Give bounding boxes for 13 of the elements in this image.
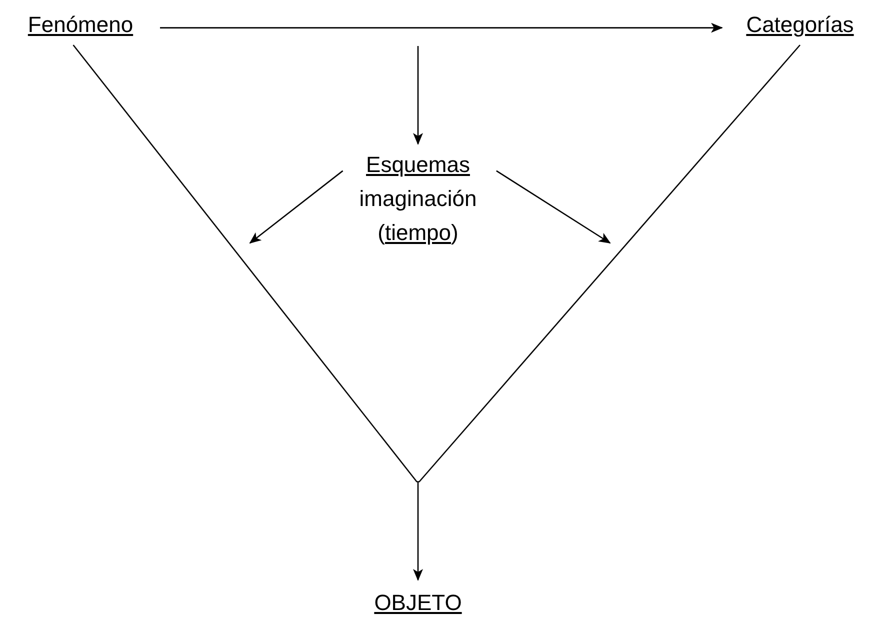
line (418, 44, 800, 482)
arrow (496, 170, 611, 244)
term-label: Fenómeno (8, 8, 153, 44)
line (72, 44, 418, 482)
arrow (413, 46, 423, 145)
term-label: Categorías (730, 8, 870, 44)
term-label: (tiempo) (376, 219, 460, 247)
arrow (249, 170, 344, 244)
term-label: OBJETO (368, 586, 468, 622)
arrow (160, 22, 723, 33)
arrow (413, 483, 423, 581)
term-label: Esquemas (365, 151, 471, 179)
term-label: imaginación (358, 185, 478, 213)
